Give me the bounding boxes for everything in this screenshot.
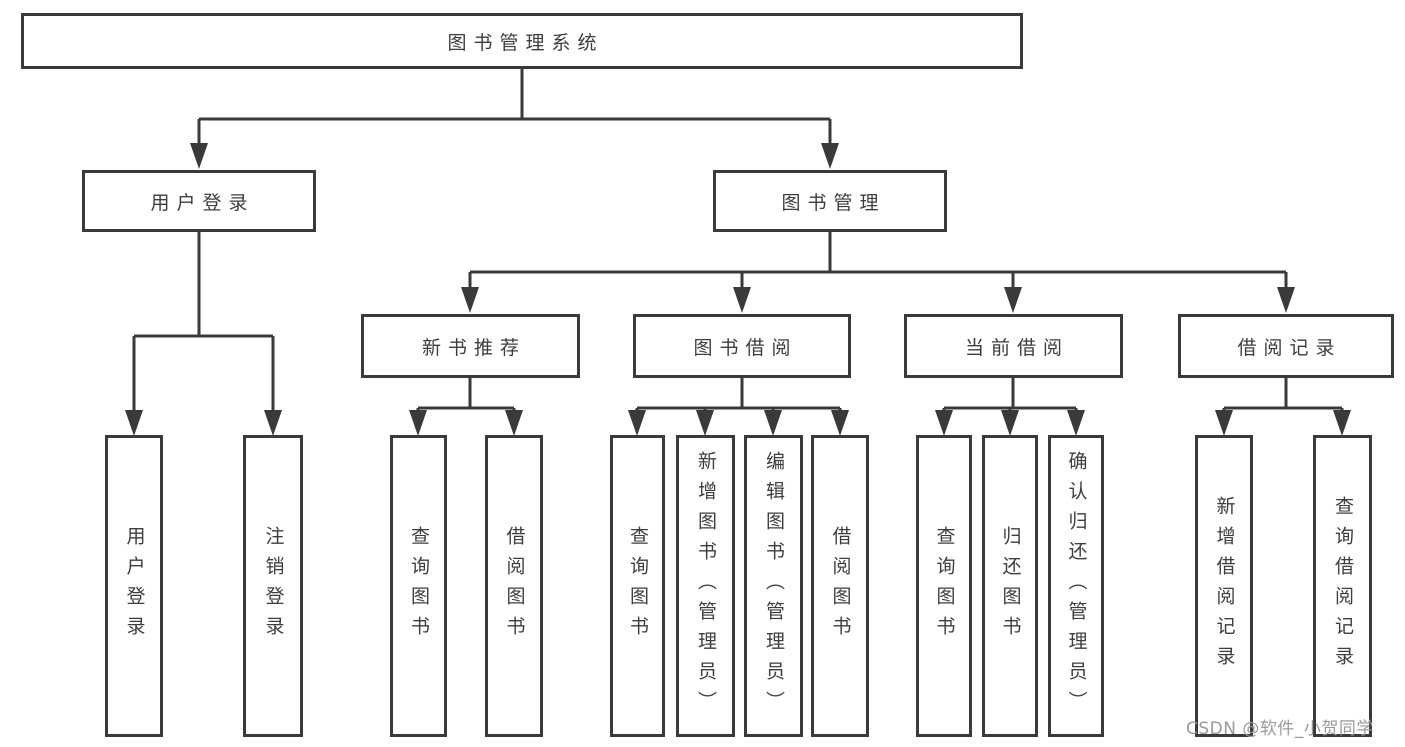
arrowhead-icon bbox=[733, 287, 751, 313]
node-book-management: 图书管理 bbox=[713, 170, 947, 232]
leaf-borrow-books-borrowing: 借阅图书 bbox=[811, 435, 869, 737]
leaf-query-books-borrowing: 查询图书 bbox=[610, 435, 665, 737]
arrowhead-icon bbox=[831, 410, 849, 436]
leaf-edit-books-admin: 编辑图书（管理员） bbox=[744, 435, 803, 737]
leaf-query-books-borrowing-label: 查询图书 bbox=[627, 526, 649, 646]
arrowhead-icon bbox=[505, 410, 523, 436]
arrowhead-icon bbox=[821, 143, 839, 169]
node-new-book-recommend-label: 新书推荐 bbox=[421, 336, 526, 359]
node-book-borrowing-label: 图书借阅 bbox=[693, 336, 798, 359]
arrowhead-icon bbox=[1067, 410, 1085, 436]
node-current-borrowing-label: 当前借阅 bbox=[964, 336, 1069, 359]
node-user-login-label: 用户登录 bbox=[150, 191, 255, 214]
arrowhead-icon bbox=[264, 410, 282, 436]
leaf-borrow-books-recommend: 借阅图书 bbox=[485, 435, 543, 737]
arrowhead-icon bbox=[628, 410, 646, 436]
node-user-login: 用户登录 bbox=[82, 170, 316, 232]
leaf-query-books-recommend-label: 查询图书 bbox=[408, 526, 430, 646]
arrowhead-icon bbox=[1333, 410, 1351, 436]
leaf-add-borrow-record-label: 新增借阅记录 bbox=[1213, 496, 1236, 676]
leaf-confirm-return-admin: 确认归还（管理员） bbox=[1048, 435, 1104, 737]
arrowhead-icon bbox=[764, 410, 782, 436]
arrowhead-icon bbox=[1215, 410, 1233, 436]
node-borrowing-records-label: 借阅记录 bbox=[1237, 336, 1342, 359]
leaf-query-borrow-record: 查询借阅记录 bbox=[1313, 435, 1372, 737]
leaf-logout-label: 注销登录 bbox=[262, 526, 285, 646]
leaf-add-borrow-record: 新增借阅记录 bbox=[1195, 435, 1253, 737]
leaf-borrow-books-borrowing-label: 借阅图书 bbox=[829, 526, 852, 646]
leaf-logout: 注销登录 bbox=[243, 435, 303, 737]
node-root-system: 图书管理系统 bbox=[21, 13, 1023, 69]
arrowhead-icon bbox=[409, 410, 427, 436]
leaf-add-books-admin: 新增图书（管理员） bbox=[676, 435, 735, 737]
node-borrowing-records: 借阅记录 bbox=[1178, 314, 1394, 378]
csdn-watermark: CSDN @软件_小贺同学 bbox=[1186, 719, 1374, 739]
arrowhead-icon bbox=[461, 287, 479, 313]
node-current-borrowing: 当前借阅 bbox=[904, 314, 1123, 378]
leaf-query-books-current-label: 查询图书 bbox=[933, 526, 956, 646]
leaf-query-books-current: 查询图书 bbox=[916, 435, 972, 737]
leaf-confirm-return-admin-label: 确认归还（管理员） bbox=[1065, 451, 1088, 721]
leaf-return-books-label: 归还图书 bbox=[999, 526, 1022, 646]
node-book-management-label: 图书管理 bbox=[781, 191, 886, 214]
node-book-borrowing: 图书借阅 bbox=[633, 314, 851, 378]
leaf-query-borrow-record-label: 查询借阅记录 bbox=[1332, 496, 1354, 676]
arrowhead-icon bbox=[1001, 410, 1019, 436]
arrowhead-icon bbox=[696, 410, 714, 436]
arrowhead-icon bbox=[935, 410, 953, 436]
leaf-return-books: 归还图书 bbox=[982, 435, 1038, 737]
leaf-query-books-recommend: 查询图书 bbox=[390, 435, 447, 737]
leaf-user-login: 用户登录 bbox=[105, 435, 163, 737]
arrowhead-icon bbox=[190, 143, 208, 169]
leaf-edit-books-admin-label: 编辑图书（管理员） bbox=[763, 451, 785, 721]
arrowhead-icon bbox=[1277, 287, 1295, 313]
arrowhead-icon bbox=[125, 410, 143, 436]
leaf-add-books-admin-label: 新增图书（管理员） bbox=[695, 451, 717, 721]
arrowheads bbox=[125, 143, 1351, 436]
leaf-user-login-label: 用户登录 bbox=[123, 526, 146, 646]
arrowhead-icon bbox=[1004, 287, 1022, 313]
node-new-book-recommend: 新书推荐 bbox=[361, 314, 580, 378]
node-root-label: 图书管理系统 bbox=[447, 31, 604, 54]
leaf-borrow-books-recommend-label: 借阅图书 bbox=[503, 526, 526, 646]
tree-edges bbox=[132, 69, 1344, 414]
